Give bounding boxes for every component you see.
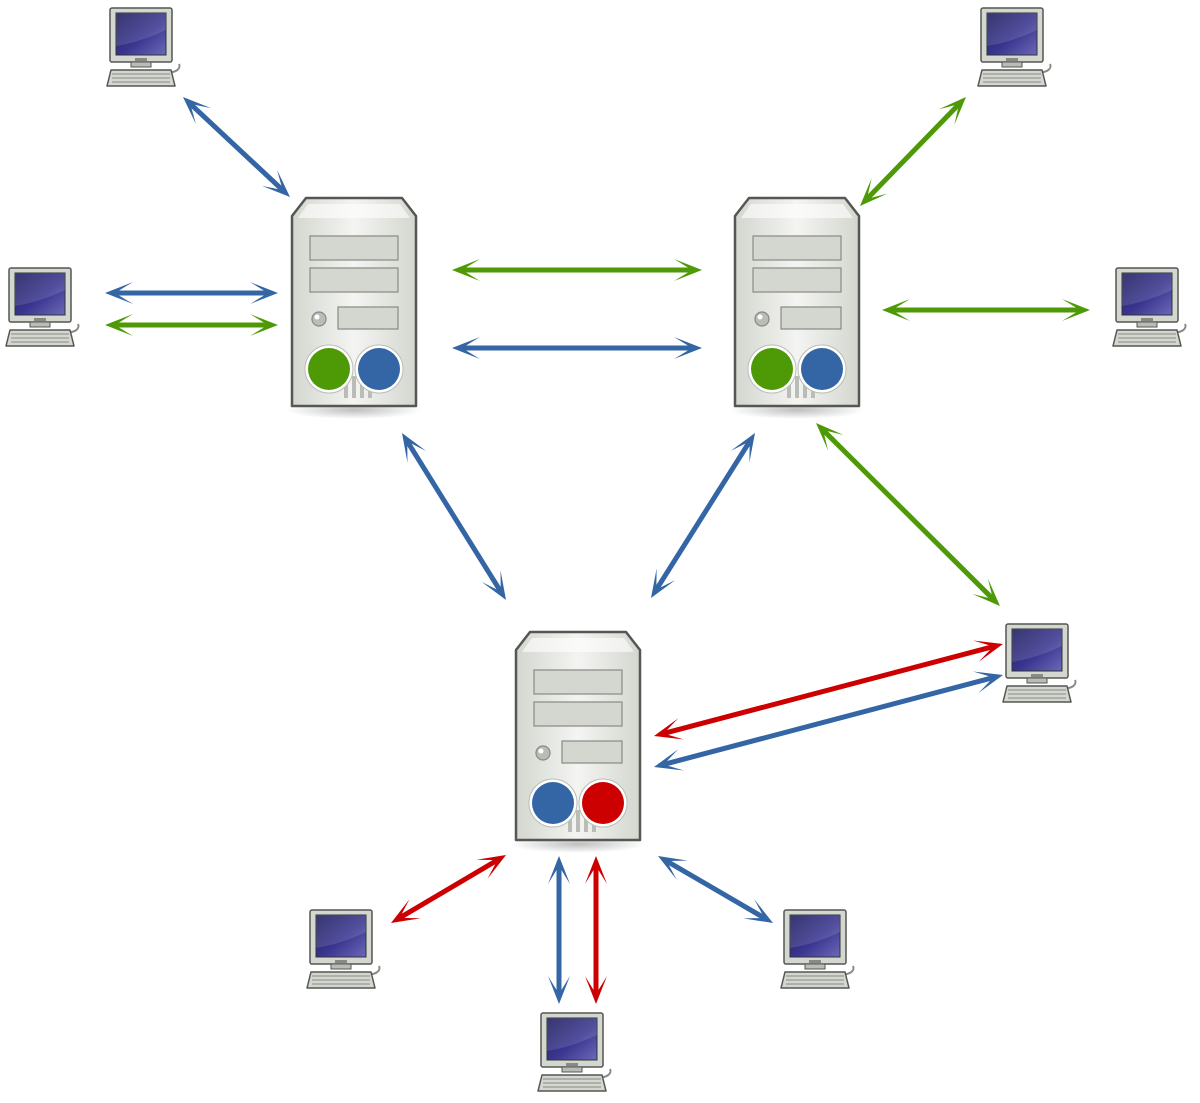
arrow-client-left-to-server-top-left-blue — [105, 282, 278, 304]
arrow-client-left-to-server-top-left-green — [105, 314, 278, 336]
arrow-server-top-left-to-server-top-right-green — [452, 259, 702, 281]
arrow-server-bottom-to-client-lower-right-blue — [654, 671, 1003, 771]
arrow-server-bottom-to-client-bottom-center-red — [585, 856, 607, 1004]
arrow-server-bottom-to-client-lower-right-red — [654, 640, 1003, 740]
server-top-right-green-indicator — [751, 348, 793, 390]
client-top-left-computer-icon — [106, 7, 181, 87]
client-bottom-left-computer-icon — [306, 909, 381, 989]
arrow-server-top-left-to-server-bottom-blue — [402, 433, 506, 600]
links-layer — [105, 97, 1090, 1004]
client-bottom-center-computer-icon — [537, 1012, 612, 1092]
server-top-left-blue-indicator — [358, 348, 400, 390]
arrow-server-top-right-to-server-bottom-blue — [651, 433, 755, 598]
server-top-left-icon — [286, 196, 422, 419]
arrow-server-top-right-to-client-right-green — [882, 299, 1090, 321]
arrow-server-bottom-to-client-bottom-right-blue — [658, 856, 773, 923]
arrow-client-top-left-to-server-top-left-blue — [183, 97, 290, 197]
arrow-server-bottom-to-client-bottom-left-red — [391, 855, 506, 923]
server-bottom-icon — [510, 630, 646, 853]
server-bottom-blue-indicator — [532, 782, 574, 824]
arrow-server-top-left-to-server-top-right-blue — [452, 337, 702, 359]
server-top-right-icon — [729, 196, 865, 419]
client-lower-right-computer-icon — [1002, 623, 1077, 703]
client-right-computer-icon — [1112, 267, 1187, 347]
server-top-right-blue-indicator — [801, 348, 843, 390]
arrow-server-top-right-to-client-lower-right-green — [816, 423, 1000, 606]
nodes-layer — [5, 7, 1187, 1092]
arrow-server-top-right-to-client-top-right-green — [860, 97, 966, 206]
server-top-left-green-indicator — [308, 348, 350, 390]
arrow-server-bottom-to-client-bottom-center-blue — [548, 856, 570, 1004]
client-left-computer-icon — [5, 267, 80, 347]
client-top-right-computer-icon — [977, 7, 1052, 87]
client-bottom-right-computer-icon — [780, 909, 855, 989]
server-bottom-red-indicator — [582, 782, 624, 824]
